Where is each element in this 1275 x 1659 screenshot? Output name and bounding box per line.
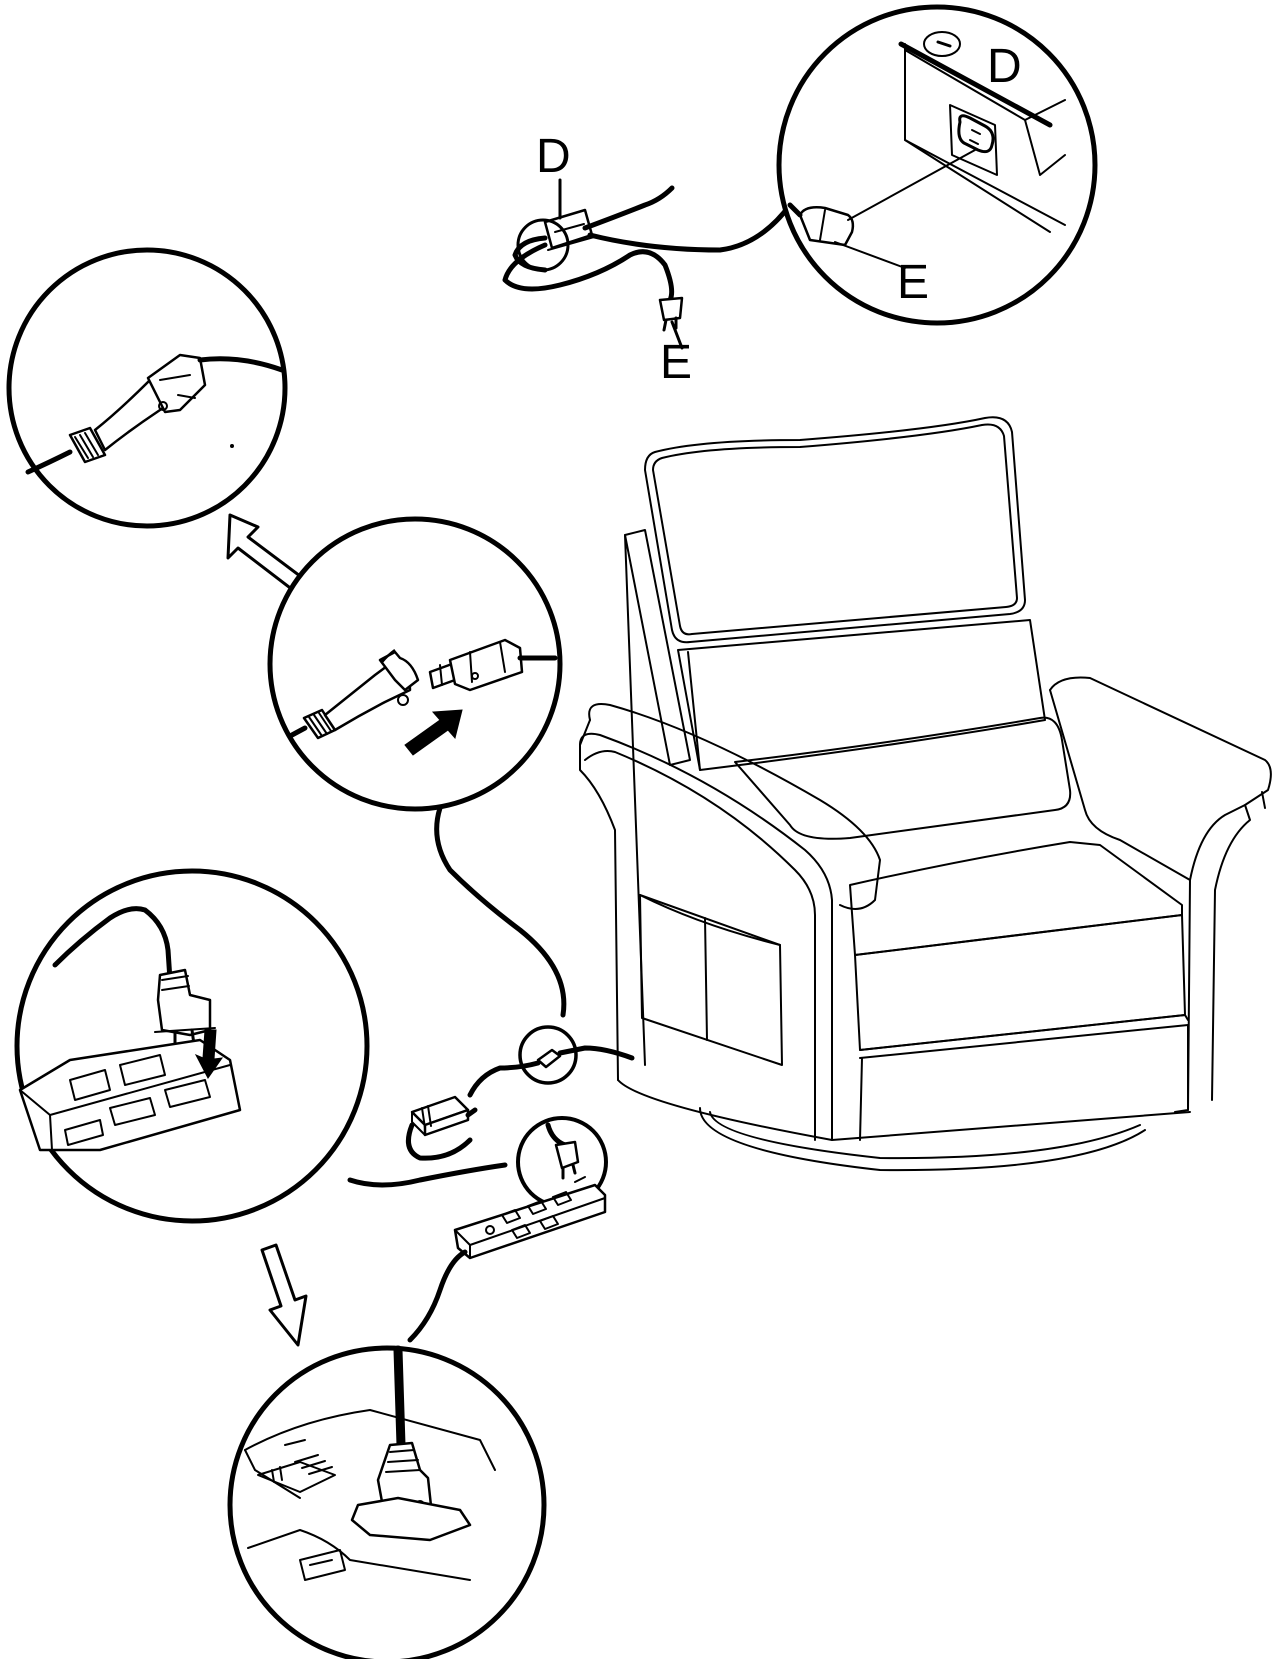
label-d-detail: D	[987, 40, 1022, 93]
power-strip-small	[410, 1185, 605, 1340]
hollow-arrow-icon	[262, 1245, 306, 1345]
adapter-box	[408, 1097, 475, 1158]
cord-left	[350, 1165, 505, 1185]
cord-connector	[437, 808, 564, 1015]
recliner-chair	[580, 417, 1271, 1170]
detail-connected-circle	[9, 250, 285, 526]
label-e-detail: E	[897, 256, 929, 309]
power-cord-assembly: D E	[505, 130, 790, 389]
detail-plugged-circle	[230, 1348, 544, 1659]
detail-socket-circle: D E	[779, 7, 1095, 323]
label-d-main: D	[536, 130, 571, 183]
detail-strip-circle	[17, 871, 367, 1221]
label-e-main: E	[660, 336, 692, 389]
detail-connect-circle	[270, 519, 560, 809]
chair-connector-circle	[470, 1027, 632, 1095]
